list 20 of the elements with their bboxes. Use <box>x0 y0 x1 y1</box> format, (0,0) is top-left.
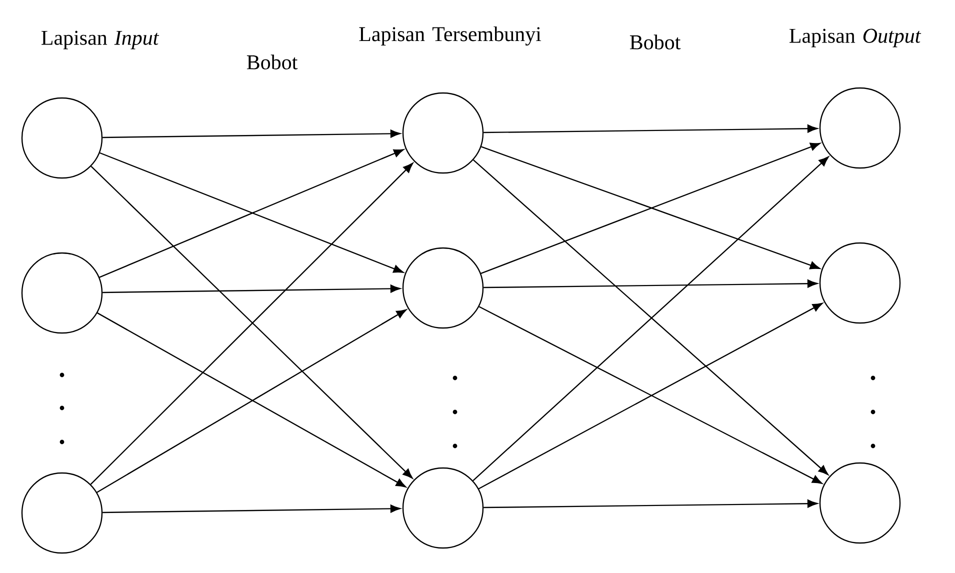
arrow <box>484 500 818 508</box>
neuron-circle <box>21 97 103 179</box>
arrow <box>484 124 818 134</box>
neuron-circle <box>402 92 484 174</box>
layer-label: Bobot <box>630 34 681 50</box>
arrow <box>102 504 401 514</box>
layer-label: Lapisan Input <box>42 30 160 50</box>
neuron-circle <box>819 242 901 324</box>
layer-label: Lapisan Output <box>790 28 922 48</box>
arrow <box>102 284 401 294</box>
arrow <box>102 130 401 138</box>
arrow <box>484 280 818 288</box>
neuron-circle <box>402 467 484 549</box>
neuron-circle <box>819 462 901 544</box>
neuron-circle <box>819 87 901 169</box>
layer-label: Lapisan Tersembunyi <box>359 26 542 46</box>
neuron-circle <box>402 247 484 329</box>
neuron-circle <box>21 472 103 554</box>
layer-label: Bobot <box>246 54 298 70</box>
neuron-circle <box>21 252 103 334</box>
